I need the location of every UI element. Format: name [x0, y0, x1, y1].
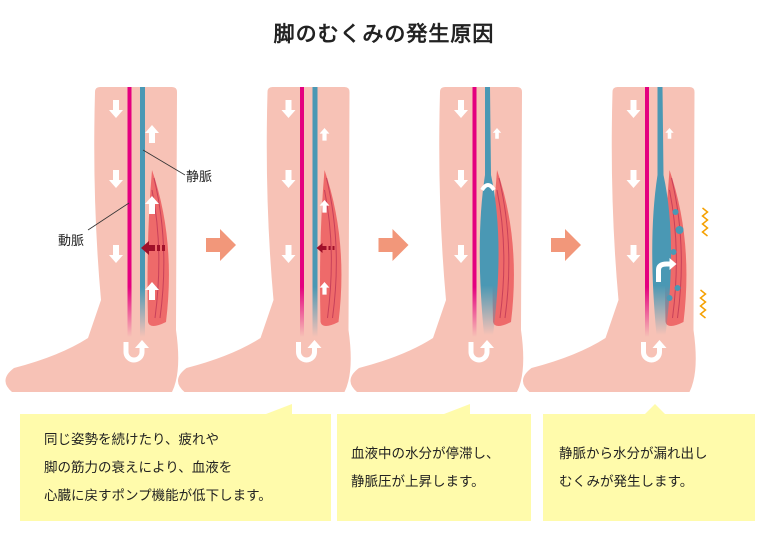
pump-dash: [332, 246, 335, 250]
pump-dash: [328, 246, 331, 250]
down-arrow-icon: [626, 170, 641, 188]
callout-2-line: 血液中の水分が停滞し、: [351, 446, 500, 462]
callout-1-line: 脚の筋力の衰えにより、血液を: [44, 460, 233, 476]
callout-3-line: むくみが発生します。: [559, 474, 694, 490]
pump-arrow-icon: [141, 241, 155, 255]
callout-1-line: 同じ姿勢を続けたり、疲れや: [44, 432, 219, 448]
callout-1: 同じ姿勢を続けたり、疲れや 脚の筋力の衰えにより、血液を 心臓に戻すポンプ機能が…: [20, 414, 331, 521]
u-turn-arrow-icon: [468, 342, 490, 363]
down-arrow-icon: [281, 245, 296, 263]
leg-panel-1: [5, 87, 236, 392]
u-turn-arrow-icon: [296, 342, 317, 363]
weak-up-arrow-icon: [665, 128, 674, 139]
muscle-fiber: [496, 189, 505, 319]
weak-up-arrow-icon: [319, 128, 330, 141]
callout-tail: [444, 404, 470, 414]
callout-tail: [645, 404, 665, 414]
artery-label: 動脈: [58, 234, 85, 249]
stagnant-flow-icon: [480, 183, 496, 192]
artery-leader-line: [87, 202, 130, 231]
pump-arrow-icon: [316, 243, 327, 253]
vein-label: 静脈: [186, 170, 213, 185]
water-droplet: [666, 295, 673, 301]
water-droplet: [670, 249, 677, 255]
down-arrow-icon: [626, 245, 641, 263]
weak-up-arrow-icon: [319, 200, 330, 213]
pump-dash: [157, 245, 160, 251]
swelling-mark: [701, 207, 709, 237]
up-arrow-icon: [145, 125, 159, 143]
down-arrow-icon: [281, 170, 296, 188]
artery-vessel: [645, 87, 649, 337]
vein-vessel: [312, 87, 318, 337]
page-title: 脚のむくみの発生原因: [273, 22, 495, 46]
pump-dash: [162, 245, 165, 251]
down-arrow-icon: [109, 170, 123, 188]
muscle-fiber: [326, 177, 337, 319]
next-step-arrow-icon: [206, 229, 236, 261]
vein-vessel: [140, 87, 145, 337]
down-arrow-icon: [454, 170, 468, 188]
callout-3: 静脈から水分が漏れ出し むくみが発生します。: [543, 414, 755, 521]
artery-vessel: [127, 87, 132, 337]
water-droplet: [674, 285, 681, 291]
muscle-fiber: [671, 177, 682, 319]
down-arrow-icon: [626, 100, 641, 118]
weak-up-arrow-icon: [319, 282, 330, 295]
u-turn-arrow-head: [652, 340, 667, 348]
down-arrow-icon: [109, 100, 123, 118]
u-turn-arrow-head: [135, 340, 149, 348]
next-step-arrow-icon: [378, 229, 409, 261]
leak-arrow-head: [669, 258, 677, 270]
artery-vessel: [472, 87, 477, 337]
callout-2: 血液中の水分が停滞し、 静脈圧が上昇します。: [337, 414, 531, 521]
water-droplet: [672, 209, 679, 215]
leg-shape: [350, 87, 524, 392]
callout-1-line: 心臓に戻すポンプ機能が低下します。: [44, 488, 272, 504]
leg-shape: [177, 87, 351, 392]
artery-vessel: [300, 87, 304, 337]
u-turn-arrow-icon: [641, 342, 662, 363]
vein-leader-line: [142, 149, 186, 176]
down-arrow-icon: [281, 100, 296, 118]
leg-panel-4: [522, 87, 709, 392]
callout-3-line: 静脈から水分が漏れ出し: [559, 446, 708, 462]
leak-arrow-icon: [656, 261, 670, 282]
callout-tail: [266, 404, 292, 414]
leg-panel-2: [177, 87, 409, 392]
water-droplet: [664, 238, 671, 244]
u-turn-arrow-head: [480, 340, 494, 348]
leg-shape: [522, 87, 696, 392]
next-step-arrow-icon: [551, 229, 581, 261]
down-arrow-icon: [109, 245, 123, 263]
water-droplet: [675, 226, 684, 234]
down-arrow-icon: [454, 245, 468, 263]
up-arrow-icon: [145, 282, 159, 300]
swollen-vein: [479, 87, 499, 335]
up-arrow-icon: [145, 196, 159, 214]
down-arrow-icon: [454, 100, 468, 118]
callout-2-line: 静脈圧が上昇します。: [351, 474, 485, 490]
u-turn-arrow-head: [307, 340, 322, 348]
leg-shape: [5, 87, 179, 392]
muscle-fiber: [498, 177, 510, 319]
weak-up-arrow-icon: [492, 128, 502, 139]
leg-panel-3: [350, 87, 581, 392]
u-turn-arrow-icon: [123, 342, 145, 363]
swelling-mark: [699, 289, 707, 319]
